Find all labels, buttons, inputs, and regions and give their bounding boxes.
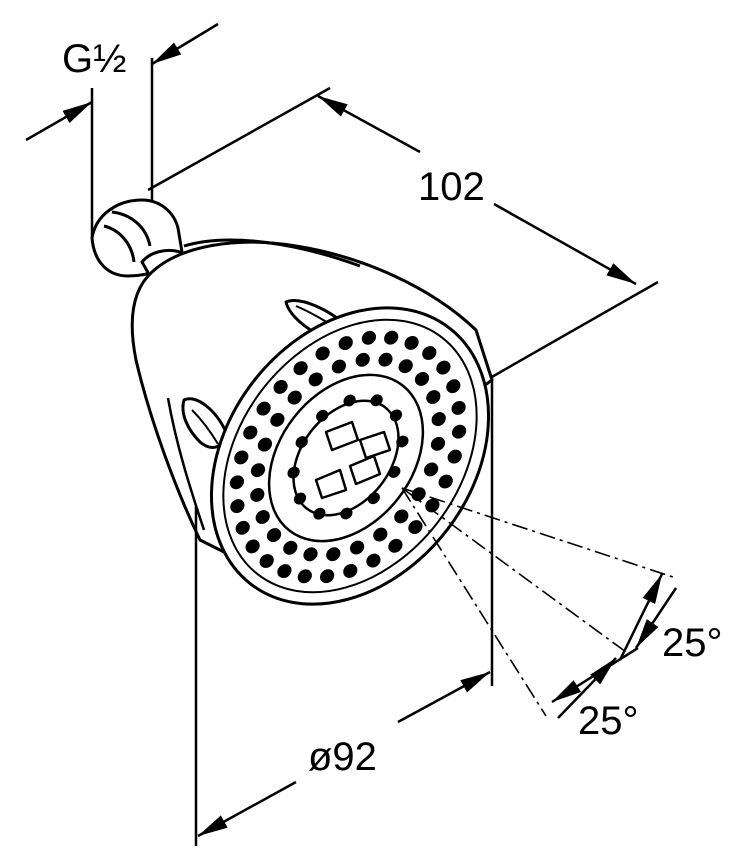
nozzle-hole: [277, 564, 292, 579]
nozzle-hole: [229, 475, 245, 490]
nozzle-hole: [250, 487, 265, 502]
dimension-angle-upper: [618, 573, 678, 661]
diameter-label: ø92: [308, 735, 377, 779]
nozzle-hole: [273, 379, 288, 394]
nozzle-hole: [430, 436, 446, 451]
nozzle-hole: [315, 346, 330, 361]
nozzle-hole: [250, 463, 266, 478]
nozzle-hole: [411, 487, 426, 502]
angle-lower-label: 25°: [578, 699, 639, 743]
nozzle-hole: [338, 336, 353, 351]
nozzle-hole: [266, 528, 282, 543]
nozzle-hole: [370, 394, 383, 407]
nozzle-hole: [373, 527, 388, 542]
nozzle-hole: [343, 394, 356, 407]
nozzle-hole: [436, 360, 451, 375]
nozzle-hole: [287, 466, 300, 479]
dimension-diameter: [194, 376, 494, 846]
nozzle-hole: [243, 425, 258, 440]
nozzle-hole: [414, 371, 430, 386]
nozzle-hole: [438, 474, 453, 489]
dimension-thread: [25, 22, 219, 238]
nozzle-hole: [394, 509, 409, 524]
nozzle-hole: [398, 359, 413, 374]
nozzle-hole: [287, 390, 302, 405]
nozzle-hole: [404, 335, 419, 350]
nozzle-hole: [408, 520, 423, 535]
nozzle-hole: [245, 539, 260, 554]
nozzle-hole: [349, 540, 365, 555]
nozzle-hole: [319, 569, 335, 584]
nozzle-hole: [234, 450, 249, 465]
nozzle-hole: [389, 409, 403, 422]
nozzle-hole: [366, 553, 381, 568]
angle-upper-label: 25°: [662, 621, 723, 665]
center-cross: [314, 420, 392, 500]
dimension-angle-lower: [551, 646, 639, 719]
nozzle-hole: [451, 424, 467, 439]
nozzle-hole: [378, 352, 393, 367]
nozzle-hole: [235, 520, 250, 535]
nozzle-hole: [425, 498, 440, 513]
nozzle-hole: [270, 412, 285, 427]
nozzle-hole: [340, 507, 353, 520]
nozzle-hole: [355, 352, 370, 367]
nozzle-holes: [229, 330, 467, 584]
nozzle-hole: [361, 330, 377, 345]
nozzle-hole: [255, 510, 270, 524]
nozzle-hole: [308, 372, 323, 387]
nozzle-hole: [396, 435, 409, 448]
nozzle-hole: [423, 462, 439, 477]
nozzle-hole: [426, 390, 441, 404]
nozzle-hole: [293, 492, 307, 505]
nozzle-hole: [343, 563, 358, 578]
nozzle-hole: [295, 436, 308, 449]
nozzle-hole: [283, 540, 298, 555]
nozzle-hole: [388, 538, 403, 553]
nozzle-hole: [256, 401, 271, 416]
spray-angle-lines: [401, 487, 677, 717]
nozzle-hole: [388, 465, 401, 478]
nozzle-hole: [303, 547, 318, 562]
nozzle-hole: [257, 437, 273, 452]
nozzle-hole: [447, 449, 462, 464]
nozzle-hole: [326, 547, 341, 562]
nozzle-hole: [297, 569, 312, 584]
nozzle-hole: [451, 400, 466, 415]
nozzle-hole: [422, 346, 437, 360]
nozzle-hole: [259, 554, 274, 568]
nozzle-hole: [331, 359, 347, 374]
dimension-length: [147, 86, 659, 380]
length-label: 102: [418, 165, 485, 209]
thread-label: G½: [62, 37, 126, 81]
nozzle-hole: [446, 379, 461, 394]
nozzle-hole: [384, 330, 399, 345]
nozzle-hole: [313, 507, 326, 520]
spray-face: [209, 306, 491, 606]
nozzle-hole: [230, 499, 245, 514]
nozzle-hole: [316, 409, 329, 422]
nozzle-hole: [367, 492, 380, 505]
nozzle-hole: [293, 361, 308, 376]
nozzle-hole: [431, 412, 446, 427]
